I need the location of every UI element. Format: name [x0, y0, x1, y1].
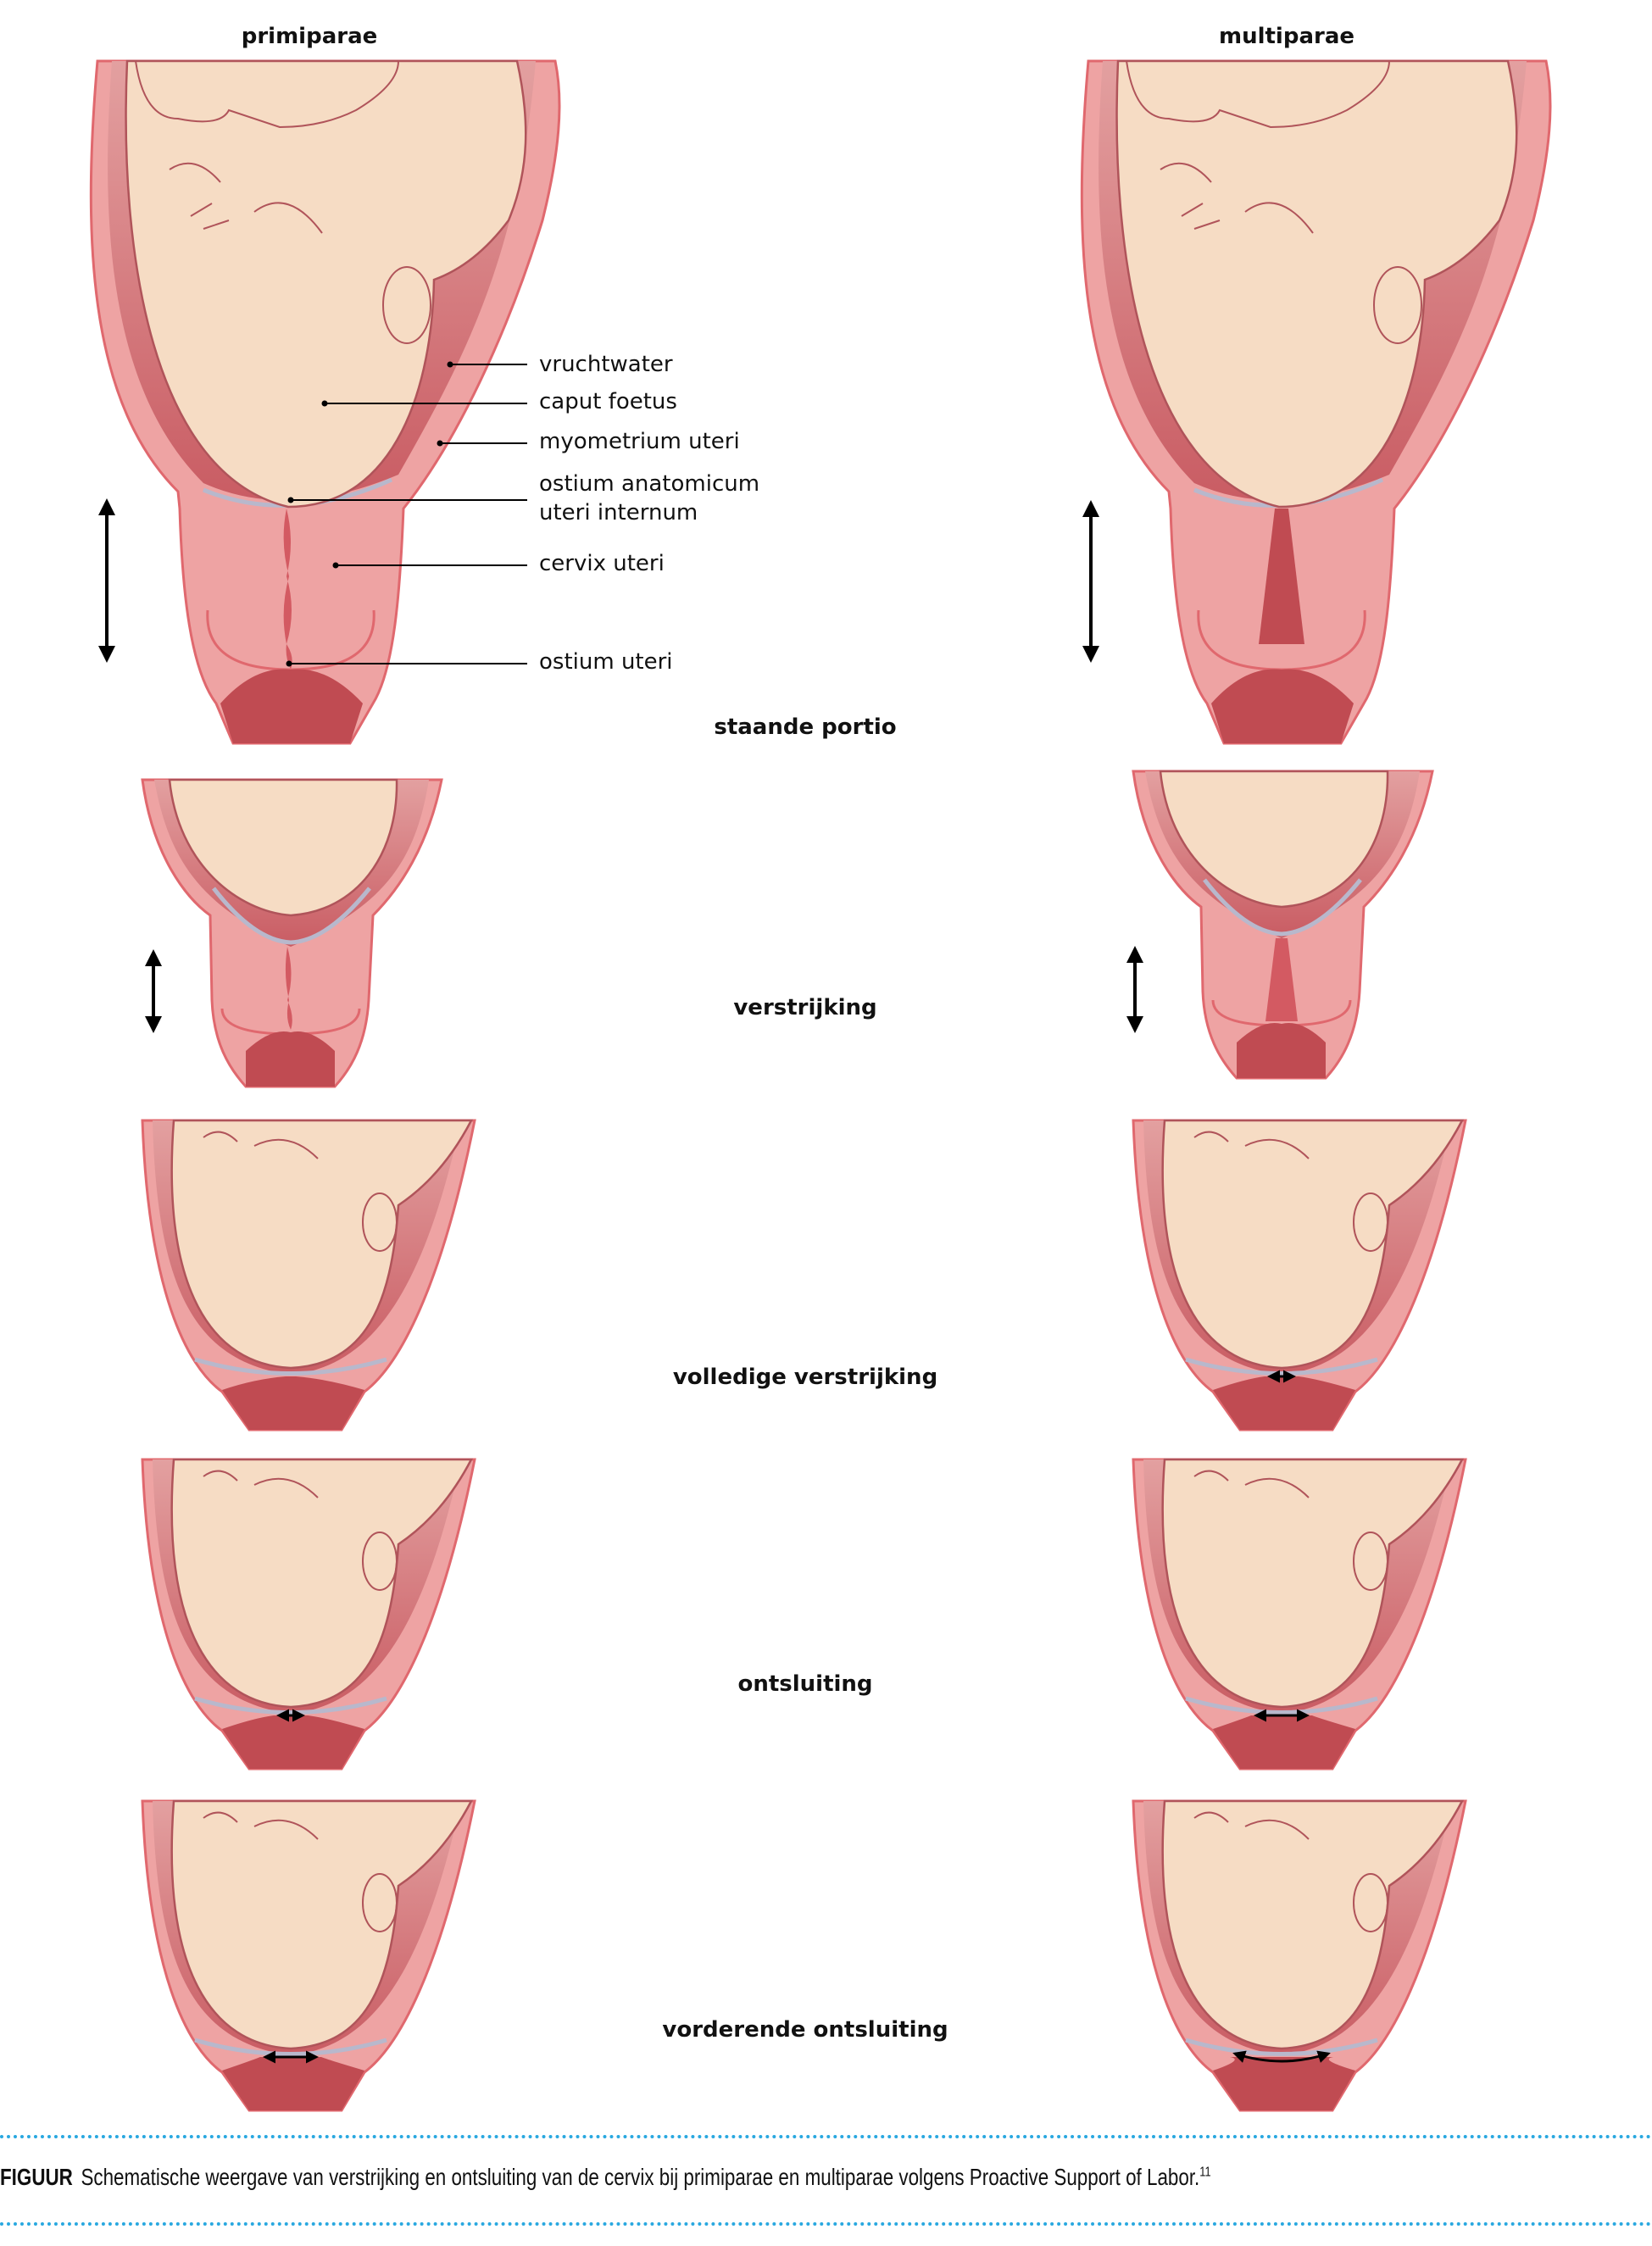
caput-foetus — [170, 1458, 474, 1709]
caption-reference: 11 — [1199, 2165, 1211, 2180]
caput-foetus — [170, 1799, 474, 2050]
vagina — [222, 1715, 364, 1769]
label-ostium-uteri: ostium uteri — [539, 649, 673, 675]
face-lines — [203, 1131, 319, 1159]
stage-label-vorderende-ontsluiting: vorderende ontsluiting — [662, 2017, 948, 2043]
cervical-canal — [1265, 938, 1298, 1021]
caput-foetus — [1161, 1799, 1465, 2050]
caption-text: Schematische weergave van verstrijking e… — [81, 2164, 1200, 2190]
label-ostium-anatomicum: ostium anatomicum uteri internum — [539, 470, 759, 527]
ear-icon — [362, 1873, 398, 1932]
membrane — [194, 1357, 387, 1376]
membrane — [1203, 878, 1362, 937]
stage-label-ontsluiting: ontsluiting — [737, 1671, 873, 1697]
diagram-multi-vorderende-ontsluiting — [1132, 1799, 1467, 2112]
diagram-primi-verstrijking — [141, 778, 443, 1088]
stage-label-staande-portio: staande portio — [714, 714, 897, 740]
stage-label-volledige-verstrijking: volledige verstrijking — [672, 1365, 938, 1390]
caption-divider-top — [0, 2135, 1652, 2138]
vagina — [220, 669, 363, 743]
face-lines — [1160, 162, 1314, 234]
diagram-multi-verstrijking — [1132, 770, 1434, 1080]
diagram-primi-volledige-verstrijking — [141, 1119, 476, 1432]
face-lines — [1193, 1470, 1310, 1498]
label-leader-lines — [286, 361, 527, 667]
label-myometrium-uteri: myometrium uteri — [539, 429, 740, 454]
vagina — [222, 1376, 364, 1430]
caput-foetus — [1161, 1458, 1465, 1709]
caption-label: FIGUUR — [0, 2164, 73, 2190]
ear-icon — [1353, 1873, 1388, 1932]
face-lines — [1193, 1131, 1310, 1159]
figure-caption: FIGUUR Schematische weergave van verstrij… — [0, 2164, 1211, 2191]
vagina — [222, 2057, 364, 2110]
vagina — [1213, 2057, 1355, 2110]
caput-foetus — [1161, 1119, 1465, 1370]
stage-label-verstrijking: verstrijking — [733, 995, 877, 1020]
label-caput-foetus: caput foetus — [539, 389, 677, 414]
face-lines — [203, 1811, 319, 1840]
caput-foetus — [1115, 59, 1518, 509]
column-title-multiparae: multiparae — [1218, 24, 1355, 49]
vagina — [1213, 1715, 1355, 1769]
face-lines — [1193, 1811, 1310, 1840]
ear-icon — [362, 1532, 398, 1591]
face-lines — [203, 1470, 319, 1498]
caput-foetus — [168, 778, 398, 917]
cervical-canal — [283, 509, 292, 670]
caput-foetus — [125, 59, 527, 509]
caput-foetus — [170, 1119, 474, 1370]
ear-icon — [1373, 266, 1422, 344]
diagram-primi-ontsluiting — [141, 1458, 476, 1771]
diagram-primi-vorderende-ontsluiting — [141, 1799, 476, 2112]
dilation-arrow-icon — [1232, 2050, 1331, 2063]
vagina — [1213, 1376, 1355, 1430]
label-ostium-anatomicum-line1: ostium anatomicum — [539, 471, 760, 497]
ear-icon — [1353, 1532, 1388, 1591]
ear-icon — [382, 266, 431, 344]
column-title-primiparae: primiparae — [241, 24, 378, 49]
caput-foetus — [1159, 770, 1389, 909]
diagram-multi-staande-portio — [1080, 59, 1552, 745]
vagina — [246, 1031, 335, 1087]
diagram-multi-ontsluiting — [1132, 1458, 1467, 1771]
face-lines — [169, 162, 323, 234]
caption-divider-bottom — [0, 2222, 1652, 2226]
diagram-primi-staande-portio — [89, 59, 561, 745]
cervical-canal — [285, 947, 292, 1030]
membrane — [212, 887, 371, 945]
label-vruchtwater: vruchtwater — [539, 352, 673, 377]
ear-icon — [362, 1192, 398, 1252]
vagina — [1237, 1022, 1326, 1078]
label-ostium-anatomicum-line2: uteri internum — [539, 500, 698, 525]
hand-lines — [1126, 60, 1390, 129]
hand-lines — [135, 60, 399, 129]
cervical-canal — [1259, 509, 1304, 644]
ear-icon — [1353, 1192, 1388, 1252]
vagina — [1211, 669, 1354, 743]
label-cervix-uteri: cervix uteri — [539, 551, 665, 576]
diagram-multi-volledige-verstrijking — [1132, 1119, 1467, 1432]
